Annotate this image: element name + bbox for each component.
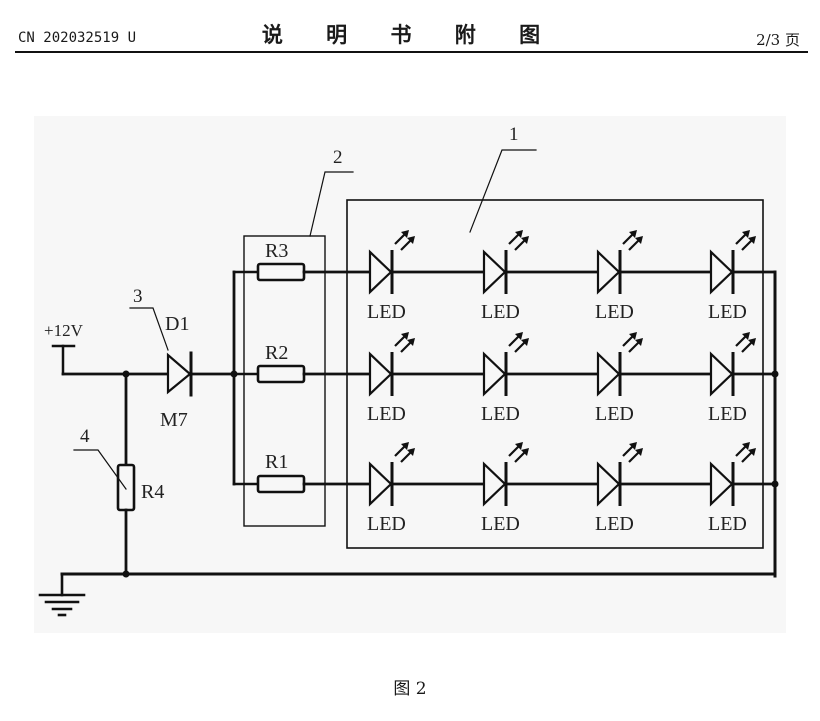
- led-label: LED: [367, 513, 406, 535]
- resistor-r4-label: R4: [141, 481, 164, 503]
- led-label: LED: [481, 513, 520, 535]
- diode-d1-symbol: [166, 351, 193, 397]
- led-label: LED: [367, 301, 406, 323]
- callout-leader-3: [129, 307, 169, 351]
- light-emission-icon: [622, 442, 643, 463]
- led: LED: [481, 332, 529, 425]
- resistor-r3-symbol: [256, 262, 306, 282]
- light-emission-icon: [394, 230, 415, 251]
- callout-2: 2: [333, 147, 343, 168]
- light-emission-icon: [508, 230, 529, 251]
- led: LED: [595, 332, 643, 425]
- led: LED: [595, 442, 643, 535]
- light-emission-icon: [508, 332, 529, 353]
- led-label: LED: [481, 403, 520, 425]
- light-emission-icon: [735, 230, 756, 251]
- resistor-r2-symbol: [256, 364, 306, 384]
- figure-caption: 图 2: [393, 679, 427, 699]
- resistor-group-box: [243, 235, 326, 527]
- led-label: LED: [595, 513, 634, 535]
- resistor-r1-label: R1: [265, 451, 288, 473]
- callout-3: 3: [133, 286, 143, 307]
- led-label: LED: [481, 301, 520, 323]
- led: LED: [481, 230, 529, 323]
- callout-leader-4: [73, 449, 127, 490]
- led: LED: [367, 442, 415, 535]
- resistor-r2-label: R2: [265, 342, 288, 364]
- led-label: LED: [708, 301, 747, 323]
- callout-4: 4: [80, 426, 90, 447]
- led: LED: [595, 230, 643, 323]
- led-array: LED LED LED LED LED LED LED LED LED LED LED LED: [367, 230, 756, 535]
- supply-label: +12V: [44, 321, 84, 340]
- light-emission-icon: [622, 332, 643, 353]
- light-emission-icon: [735, 332, 756, 353]
- led-label: LED: [595, 301, 634, 323]
- resistor-r3-label: R3: [265, 240, 288, 262]
- ground-icon: [38, 593, 86, 617]
- header-rule: [15, 51, 808, 53]
- led: LED: [481, 442, 529, 535]
- callout-leader-2: [309, 171, 354, 237]
- light-emission-icon: [622, 230, 643, 251]
- resistor-r1-symbol: [256, 474, 306, 494]
- document-number: CN 202032519 U: [18, 30, 137, 46]
- callout-leader-1: [469, 149, 537, 233]
- led-label: LED: [708, 403, 747, 425]
- light-emission-icon: [735, 442, 756, 463]
- light-emission-icon: [394, 332, 415, 353]
- light-emission-icon: [394, 442, 415, 463]
- junctions: [122, 370, 779, 578]
- led: LED: [367, 230, 415, 323]
- header-title: 说 明 书 附 图: [261, 23, 559, 47]
- led: LED: [708, 230, 756, 323]
- page-number: 2/3 页: [756, 31, 800, 49]
- led: LED: [708, 442, 756, 535]
- led-label: LED: [708, 513, 747, 535]
- diode-name-label: D1: [165, 313, 189, 335]
- led-label: LED: [595, 403, 634, 425]
- led-label: LED: [367, 403, 406, 425]
- resistor-r4-symbol: [116, 463, 136, 512]
- diode-part-label: M7: [160, 409, 188, 431]
- callout-1: 1: [509, 124, 519, 145]
- led: LED: [367, 332, 415, 425]
- light-emission-icon: [508, 442, 529, 463]
- led: LED: [708, 332, 756, 425]
